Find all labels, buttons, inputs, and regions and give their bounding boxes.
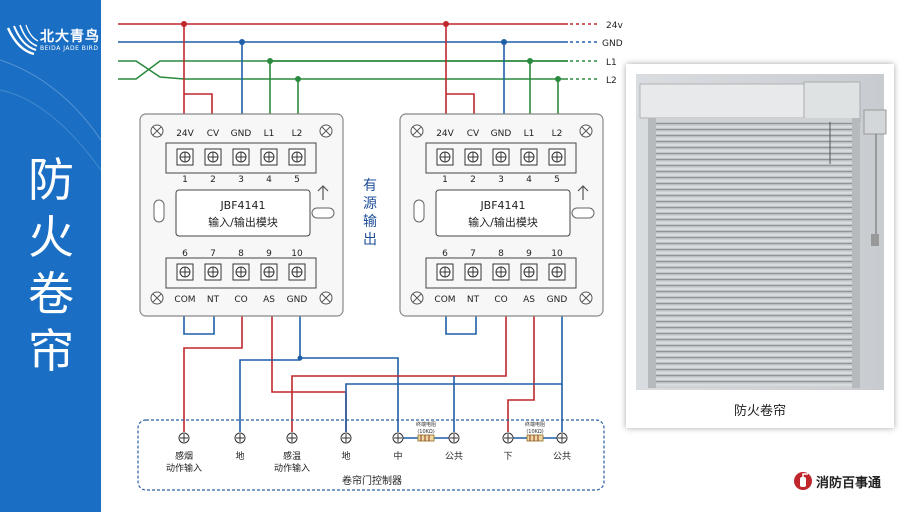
terminal-resistor-icon bbox=[526, 434, 544, 442]
terminal-label: L1 bbox=[524, 129, 535, 139]
bus-label-24v: 24v bbox=[606, 21, 623, 31]
sidebar-decoration bbox=[0, 59, 101, 171]
resistor-label: 终端电阻 bbox=[525, 421, 545, 428]
resistor-label: 终端电阻 bbox=[416, 421, 436, 428]
terminal-number: 1 bbox=[182, 175, 188, 185]
controller-terminal-label: 公共 bbox=[445, 451, 463, 462]
module-description: 输入/输出模块 bbox=[208, 215, 278, 229]
terminal-label: CO bbox=[494, 295, 507, 305]
terminal-label: AS bbox=[523, 295, 535, 305]
photo-frame: 防火卷帘 bbox=[626, 64, 894, 428]
sidebar: 北大青鸟 BEIDA JADE BIRD 防 火 卷 帘 bbox=[0, 0, 101, 512]
terminal-number: 5 bbox=[294, 175, 300, 185]
module-1: 24V CV GND L1 L2 1 2 3 4 5 6 7 8 9 10 CO… bbox=[139, 113, 344, 317]
terminal-label: CV bbox=[207, 129, 220, 139]
title-char: 帘 bbox=[28, 324, 74, 378]
terminal-label: 24V bbox=[436, 129, 454, 139]
terminal-number: 9 bbox=[266, 249, 272, 259]
terminal-number: 2 bbox=[470, 175, 476, 185]
terminal-label: GND bbox=[231, 129, 252, 139]
controller-label: 卷帘门控制器 bbox=[342, 474, 402, 487]
title-char: 卷 bbox=[28, 267, 74, 321]
controller-terminal-label: 动作输入 bbox=[274, 462, 310, 474]
terminal-label: GND bbox=[491, 129, 512, 139]
controller-terminal-label: 下 bbox=[503, 452, 512, 462]
terminal-number: 9 bbox=[526, 249, 532, 259]
terminal-number: 8 bbox=[238, 249, 244, 259]
terminal-label: NT bbox=[207, 295, 220, 305]
active-output-char: 源 bbox=[363, 196, 377, 212]
active-output-char: 出 bbox=[363, 232, 377, 248]
resistor-value: (10KΩ) bbox=[526, 429, 543, 435]
terminal-label: COM bbox=[434, 295, 455, 305]
title-char: 防 bbox=[28, 153, 74, 207]
fire-shutter-photo bbox=[636, 74, 887, 390]
active-output-char: 有 bbox=[363, 178, 377, 194]
terminal-label: CO bbox=[234, 295, 247, 305]
terminal-number: 7 bbox=[470, 249, 476, 259]
terminal-number: 3 bbox=[498, 175, 504, 185]
controller-terminal-label: 感温 bbox=[283, 450, 301, 462]
controller-terminal-label: 地 bbox=[341, 450, 350, 462]
module-model: JBF4141 bbox=[219, 199, 265, 212]
terminal-number: 3 bbox=[238, 175, 244, 185]
bird-logo-icon bbox=[6, 24, 39, 56]
active-output-char: 输 bbox=[363, 214, 377, 230]
controller-terminal-label: 公共 bbox=[553, 451, 571, 462]
controller-terminal-label: 中 bbox=[393, 450, 402, 462]
controller-terminal-label: 地 bbox=[235, 450, 244, 462]
photo-caption: 防火卷帘 bbox=[733, 404, 786, 419]
terminal-number: 5 bbox=[554, 175, 560, 185]
terminal-label: AS bbox=[263, 295, 275, 305]
brand-name: 北大青鸟 bbox=[40, 29, 100, 45]
page-title: 防 火 卷 帘 bbox=[12, 152, 90, 380]
title-char: 火 bbox=[28, 210, 74, 264]
terminal-number: 10 bbox=[291, 249, 303, 259]
terminal-label: GND bbox=[287, 295, 308, 305]
terminal-label: 24V bbox=[176, 129, 194, 139]
bus-label-l2: L2 bbox=[606, 76, 617, 86]
brand-name-english: BEIDA JADE BIRD bbox=[40, 45, 99, 52]
terminal-resistor-icon bbox=[417, 434, 435, 442]
terminal-number: 4 bbox=[526, 175, 532, 185]
module-description: 输入/输出模块 bbox=[468, 215, 538, 229]
terminal-number: 7 bbox=[210, 249, 216, 259]
terminal-number: 1 bbox=[442, 175, 448, 185]
terminal-number: 8 bbox=[498, 249, 504, 259]
resistor-value: (10KΩ) bbox=[417, 429, 434, 435]
terminal-label: L2 bbox=[292, 129, 303, 139]
terminal-label: COM bbox=[174, 295, 195, 305]
terminal-number: 6 bbox=[442, 249, 448, 259]
terminal-label: L1 bbox=[264, 129, 275, 139]
terminal-number: 2 bbox=[210, 175, 216, 185]
terminal-label: L2 bbox=[552, 129, 563, 139]
fire-extinguisher-logo-icon bbox=[794, 472, 812, 490]
shutter-controller: 终端电阻 (10KΩ) 终端电阻 (10KΩ) 感烟 动作输入 地 感温 动作输… bbox=[137, 419, 605, 491]
terminal-number: 4 bbox=[266, 175, 272, 185]
terminal-number: 6 bbox=[182, 249, 188, 259]
terminal-number: 10 bbox=[551, 249, 563, 259]
module-model: JBF4141 bbox=[479, 199, 525, 212]
terminal-label: NT bbox=[467, 295, 480, 305]
bus-label-gnd: GND bbox=[602, 39, 623, 49]
controller-terminal-label: 动作输入 bbox=[166, 462, 202, 474]
controller-terminal-label: 感烟 bbox=[175, 450, 193, 462]
module-2: 24V CV GND L1 L2 1 2 3 4 5 6 7 8 9 10 CO… bbox=[399, 113, 604, 317]
terminal-label: GND bbox=[547, 295, 568, 305]
bus-label-l1: L1 bbox=[606, 58, 617, 68]
footer-brand: 消防百事通 bbox=[816, 476, 882, 491]
terminal-label: CV bbox=[467, 129, 480, 139]
